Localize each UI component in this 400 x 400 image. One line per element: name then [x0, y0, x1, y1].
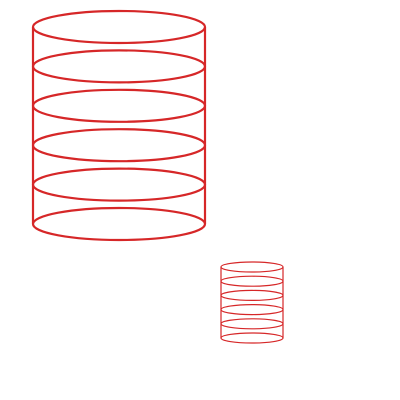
disk-ellipse	[220, 289, 284, 301]
disk-ellipse	[31, 88, 207, 123]
large-disk-stack	[31, 9, 207, 242]
disk-ellipse	[220, 304, 284, 316]
disk-ellipse	[220, 332, 284, 344]
disk-ellipse	[31, 128, 207, 163]
disk-ellipse	[31, 9, 207, 45]
disk-ellipse	[220, 318, 284, 330]
disk-ellipse	[31, 167, 207, 202]
disk-ellipse	[31, 206, 207, 242]
disk-ellipse	[31, 49, 207, 84]
disk-ellipse	[220, 275, 284, 287]
disk-ellipse	[220, 261, 284, 273]
small-disk-stack	[220, 261, 284, 344]
